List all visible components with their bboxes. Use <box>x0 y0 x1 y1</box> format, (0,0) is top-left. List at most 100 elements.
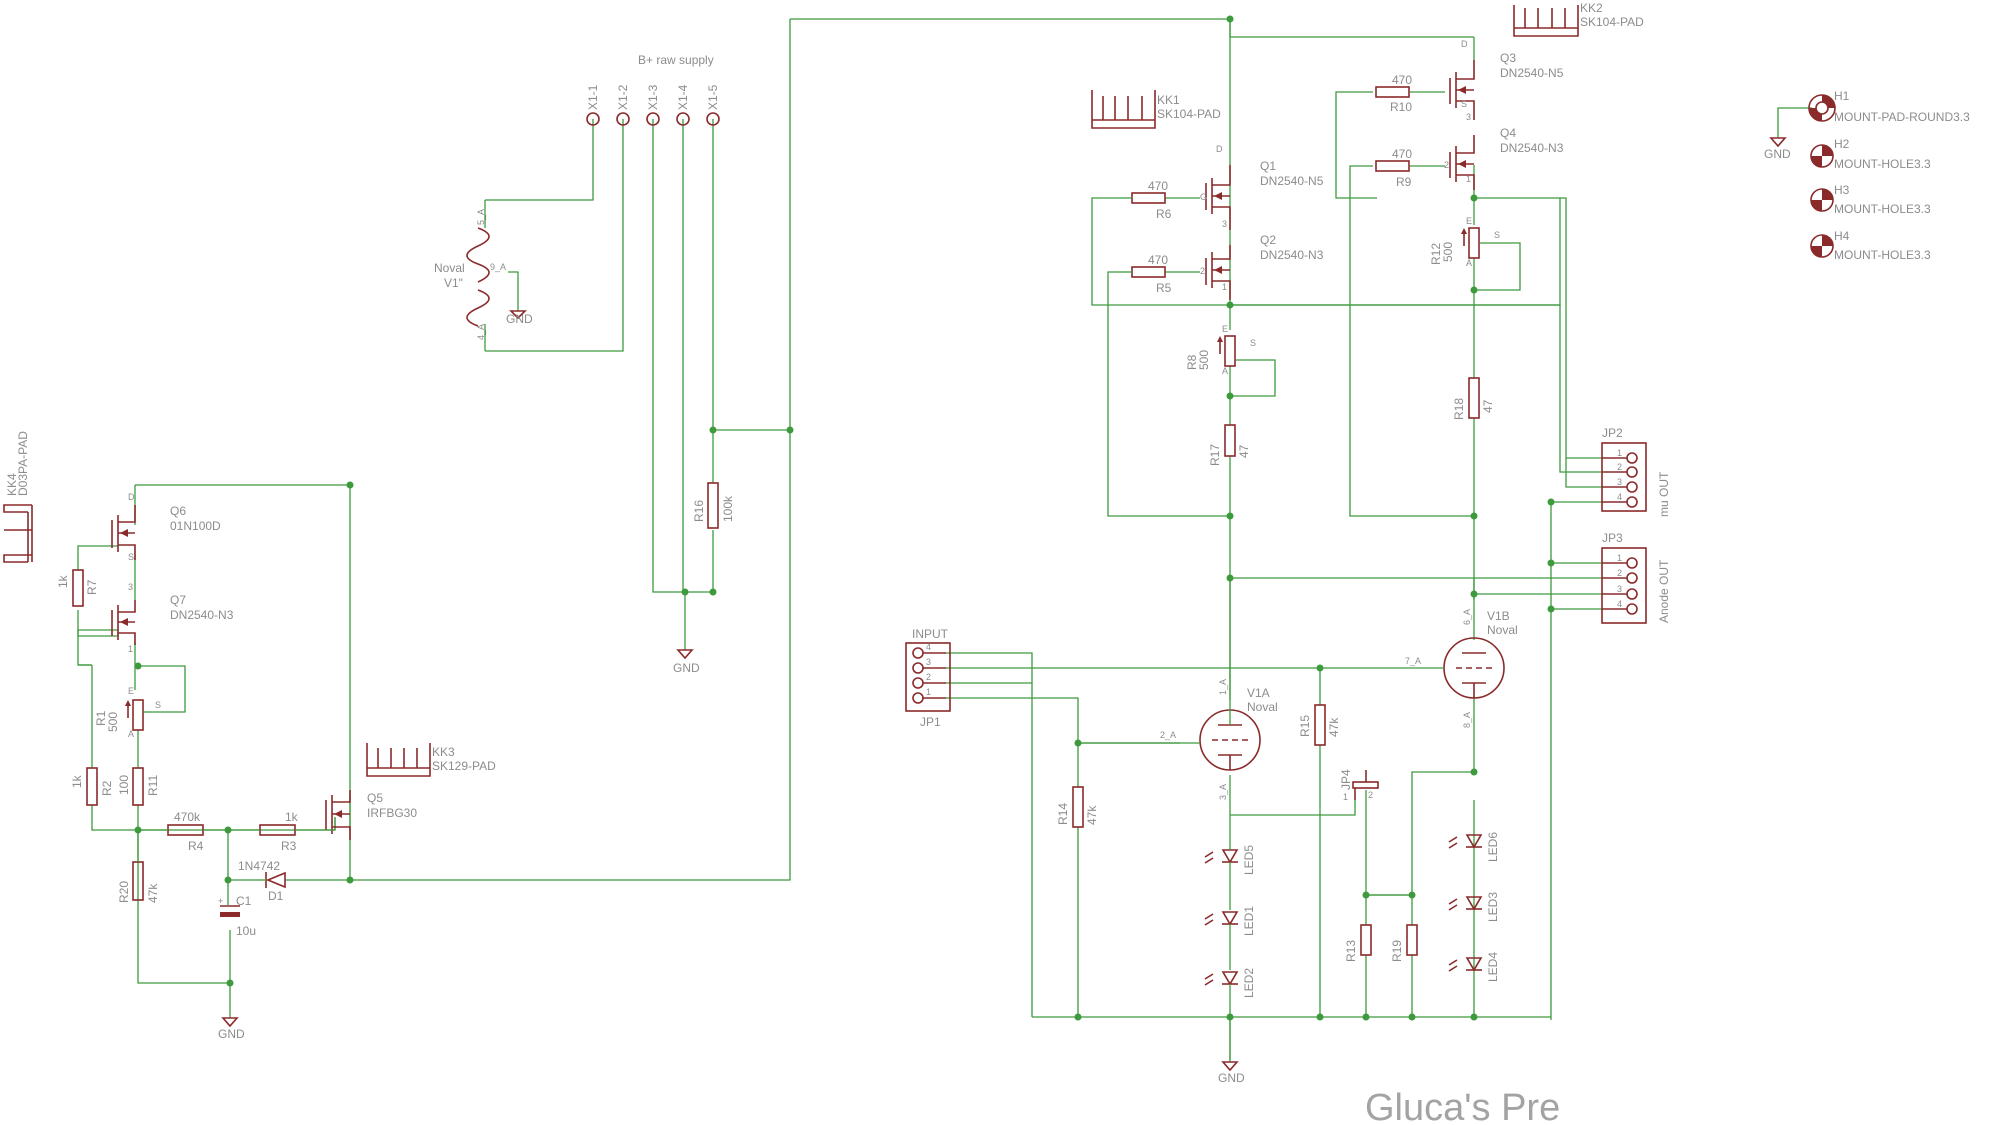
svg-text:8_A: 8_A <box>1462 712 1472 728</box>
svg-text:3: 3 <box>128 582 133 592</box>
x1-pin-5: X1-5 <box>706 84 720 126</box>
svg-text:100k: 100k <box>721 495 735 522</box>
led-5: LED5 <box>1204 840 1256 910</box>
svg-text:INPUT: INPUT <box>912 627 949 641</box>
svg-text:JP1: JP1 <box>920 715 941 729</box>
svg-text:SK129-PAD: SK129-PAD <box>432 759 496 773</box>
svg-text:A: A <box>1466 258 1472 268</box>
led-2: LED2 <box>1204 968 1256 1000</box>
svg-text:3: 3 <box>1466 112 1471 122</box>
svg-text:500: 500 <box>106 712 120 732</box>
led-3: LED3 <box>1448 892 1500 922</box>
svg-text:X1-1: X1-1 <box>586 84 600 110</box>
svg-text:LED1: LED1 <box>1242 906 1256 936</box>
svg-text:470k: 470k <box>174 810 201 824</box>
leds: LED5 LED1 LED2 LED6 LED3 LED4 <box>1204 832 1500 1000</box>
gnd-heater: GND <box>506 308 533 326</box>
svg-text:V1A: V1A <box>1247 686 1270 700</box>
svg-text:E: E <box>1222 324 1228 334</box>
svg-text:2: 2 <box>926 672 931 682</box>
tube-v1b: V1B Noval 6_A 7_A 8_A <box>1405 609 1518 728</box>
svg-text:3: 3 <box>1617 477 1622 487</box>
svg-text:4: 4 <box>1617 599 1622 609</box>
heatsink-kk1: KK1 SK104-PAD <box>1091 90 1221 129</box>
capacitor-c1: + C1 10u <box>218 894 256 938</box>
svg-text:3_A: 3_A <box>1218 784 1228 800</box>
svg-text:R1: R1 <box>94 710 108 726</box>
svg-text:H4: H4 <box>1834 229 1850 243</box>
svg-text:1: 1 <box>1617 553 1622 563</box>
svg-text:MOUNT-HOLE3.3: MOUNT-HOLE3.3 <box>1834 157 1931 171</box>
mosfet-q6: Q6 01N100D DS3 <box>111 492 221 592</box>
svg-text:GND: GND <box>506 312 533 326</box>
svg-text:DN2540-N3: DN2540-N3 <box>1260 248 1324 262</box>
svg-text:V1B: V1B <box>1487 609 1510 623</box>
mosfet-q4: Q4 DN2540-N3 12 <box>1444 126 1564 190</box>
svg-text:1: 1 <box>1466 174 1471 184</box>
svg-text:470: 470 <box>1392 73 1412 87</box>
svg-text:4: 4 <box>926 642 931 652</box>
svg-text:Q2: Q2 <box>1260 233 1276 247</box>
mosfet-q7: Q7 DN2540-N3 1 <box>111 593 234 654</box>
x1-pin-3: X1-3 <box>646 84 660 126</box>
svg-text:DN2540-N5: DN2540-N5 <box>1500 66 1564 80</box>
svg-text:GND: GND <box>1218 1071 1245 1085</box>
svg-text:D: D <box>128 492 135 502</box>
svg-text:7_A: 7_A <box>1405 656 1421 666</box>
svg-text:MOUNT-PAD-ROUND3.3: MOUNT-PAD-ROUND3.3 <box>1834 110 1970 124</box>
svg-text:S: S <box>128 552 134 562</box>
svg-text:X1-2: X1-2 <box>616 84 630 110</box>
svg-text:JP2: JP2 <box>1602 426 1623 440</box>
svg-text:Q5: Q5 <box>367 791 383 805</box>
svg-text:R15: R15 <box>1298 715 1312 737</box>
svg-text:1N4742: 1N4742 <box>238 859 280 873</box>
svg-text:100: 100 <box>117 775 131 795</box>
svg-text:R9: R9 <box>1396 175 1412 189</box>
svg-text:X1-5: X1-5 <box>706 84 720 110</box>
x1-pin-4: X1-4 <box>676 84 690 126</box>
svg-text:1: 1 <box>1343 792 1348 802</box>
heater-filament: Noval V1" 5_A 9_A 4_A <box>434 200 506 351</box>
svg-text:DN2540-N3: DN2540-N3 <box>1500 141 1564 155</box>
svg-text:LED2: LED2 <box>1242 968 1256 998</box>
svg-text:3: 3 <box>926 657 931 667</box>
svg-text:A: A <box>1222 366 1228 376</box>
svg-text:D: D <box>1216 144 1223 154</box>
svg-text:4_A: 4_A <box>476 324 486 340</box>
svg-text:470: 470 <box>1148 179 1168 193</box>
resistor-r16: R16 100k <box>692 482 735 529</box>
svg-text:Q6: Q6 <box>170 504 186 518</box>
svg-text:1_A: 1_A <box>1218 679 1228 695</box>
svg-text:1k: 1k <box>56 574 70 588</box>
svg-text:47k: 47k <box>1327 717 1341 737</box>
svg-text:R18: R18 <box>1452 398 1466 420</box>
svg-text:SK104-PAD: SK104-PAD <box>1157 107 1221 121</box>
svg-text:6_A: 6_A <box>1462 609 1472 625</box>
svg-text:47k: 47k <box>1085 805 1099 825</box>
svg-text:1: 1 <box>1222 282 1227 292</box>
svg-text:GND: GND <box>1764 147 1791 161</box>
svg-text:1k: 1k <box>285 810 299 824</box>
svg-text:H3: H3 <box>1834 183 1850 197</box>
svg-text:LED3: LED3 <box>1486 892 1500 922</box>
svg-text:Q1: Q1 <box>1260 159 1276 173</box>
svg-text:R11: R11 <box>146 775 160 796</box>
svg-text:S: S <box>155 700 161 710</box>
svg-text:R16: R16 <box>692 500 706 522</box>
svg-text:R8: R8 <box>1185 354 1199 370</box>
svg-text:KK3: KK3 <box>432 745 455 759</box>
svg-text:A: A <box>128 729 134 739</box>
svg-text:D: D <box>1461 39 1468 49</box>
svg-text:LED6: LED6 <box>1486 832 1500 862</box>
